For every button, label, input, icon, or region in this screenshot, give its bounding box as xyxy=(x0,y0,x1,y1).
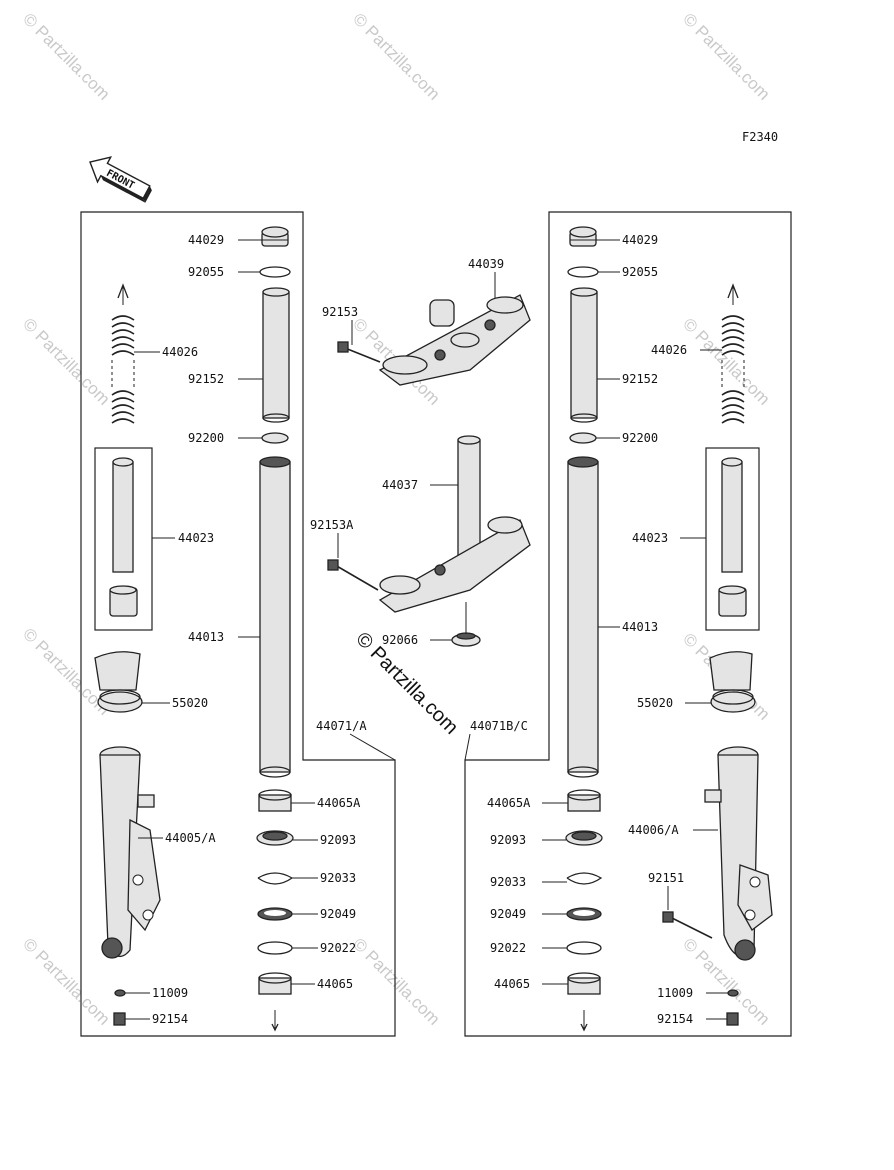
slide-bushing-right xyxy=(567,972,601,995)
label-44065a-right: 44065A xyxy=(487,796,531,810)
label-92066: 92066 xyxy=(382,633,418,647)
watermark: © Partzilla.com xyxy=(679,9,773,103)
label-92200-left: 92200 xyxy=(188,431,224,445)
stem-bearing xyxy=(451,632,481,647)
drain-bolt-right xyxy=(726,1012,739,1026)
label-44026-left: 44026 xyxy=(162,345,198,359)
label-92022-right: 92022 xyxy=(490,941,526,955)
inner-fork-tube-right xyxy=(567,456,599,778)
washer xyxy=(261,432,289,444)
stem-clamp-bolt xyxy=(327,559,379,591)
fork-guard-right xyxy=(709,651,756,713)
guide-bushing-right xyxy=(567,789,601,812)
watermark: © Partzilla.com xyxy=(19,9,113,103)
label-44026-right: 44026 xyxy=(651,343,687,357)
figure-code: F2340 xyxy=(742,130,778,144)
label-44005a: 44005/A xyxy=(165,831,216,845)
oil-seal-right xyxy=(565,830,603,846)
right-cartridge-box xyxy=(705,447,760,631)
dust-seal-right xyxy=(566,907,602,921)
watermark: © Partzilla.com xyxy=(679,314,773,408)
label-44071b-c: 44071B/C xyxy=(470,719,528,733)
o-ring-right xyxy=(567,266,599,278)
dust-seal xyxy=(257,907,293,921)
spacer-tube xyxy=(262,287,290,423)
right-assembly-frame xyxy=(464,211,792,1037)
watermark: © Partzilla.com xyxy=(349,9,443,103)
watermark: © Partzilla.com xyxy=(19,314,113,408)
washer-ring-right xyxy=(566,941,602,955)
washer-right xyxy=(569,432,597,444)
watermark: © Partzilla.com xyxy=(19,934,113,1028)
outer-fork-tube-right xyxy=(704,746,773,961)
label-92200-right: 92200 xyxy=(622,431,658,445)
label-92049-right: 92049 xyxy=(490,907,526,921)
fork-spring-right xyxy=(721,283,745,424)
slide-bushing xyxy=(258,972,292,995)
washer-small-right xyxy=(727,989,739,997)
label-92152-right: 92152 xyxy=(622,372,658,386)
fork-guard xyxy=(94,651,143,713)
fork-cap-right xyxy=(569,226,597,247)
label-55020-right: 55020 xyxy=(637,696,673,710)
label-92151: 92151 xyxy=(648,871,684,885)
inner-fork-tube xyxy=(259,456,291,778)
drain-bolt xyxy=(113,1012,126,1026)
label-44023-left: 44023 xyxy=(178,531,214,545)
label-44029-left: 44029 xyxy=(188,233,224,247)
label-11009-left: 11009 xyxy=(152,986,188,1000)
axle-pinch-bolt xyxy=(662,911,713,939)
o-ring xyxy=(259,266,291,278)
label-92022-left: 92022 xyxy=(320,941,356,955)
label-92153: 92153 xyxy=(322,305,358,319)
label-55020-left: 55020 xyxy=(172,696,208,710)
label-92154-left: 92154 xyxy=(152,1012,188,1026)
label-44013-left: 44013 xyxy=(188,630,224,644)
damper-cartridge-right xyxy=(718,457,747,617)
label-44065a-left: 44065A xyxy=(317,796,361,810)
guide-bushing xyxy=(258,789,292,812)
label-44065-left: 44065 xyxy=(317,977,353,991)
label-92153a: 92153A xyxy=(310,518,354,532)
steering-stem xyxy=(378,435,531,613)
label-92152-left: 92152 xyxy=(188,372,224,386)
label-92093-right: 92093 xyxy=(490,833,526,847)
watermark: © Partzilla.com xyxy=(349,934,443,1028)
label-92033-right: 92033 xyxy=(490,875,526,889)
front-arrow: FRONT xyxy=(89,156,152,203)
label-92055-right: 92055 xyxy=(622,265,658,279)
left-cartridge-box xyxy=(94,447,153,631)
clamp-bolt xyxy=(337,341,381,363)
spacer-tube-right xyxy=(570,287,598,423)
outer-fork-tube xyxy=(99,746,161,959)
label-44037: 44037 xyxy=(382,478,418,492)
label-11009-right: 11009 xyxy=(657,986,693,1000)
snap-ring xyxy=(257,872,294,885)
label-92049-left: 92049 xyxy=(320,907,356,921)
washer-small xyxy=(114,989,126,997)
label-44029-right: 44029 xyxy=(622,233,658,247)
label-44065-right: 44065 xyxy=(494,977,530,991)
damper-cartridge xyxy=(109,457,138,617)
oil-seal xyxy=(256,830,294,846)
fork-spring xyxy=(111,283,135,424)
upper-triple-clamp xyxy=(378,294,531,386)
label-92154-right: 92154 xyxy=(657,1012,693,1026)
fork-cap xyxy=(261,226,289,247)
label-44039: 44039 xyxy=(468,257,504,271)
label-44006a: 44006/A xyxy=(628,823,679,837)
washer-ring xyxy=(257,941,293,955)
label-44071a: 44071/A xyxy=(316,719,367,733)
label-92055-left: 92055 xyxy=(188,265,224,279)
label-44023-right: 44023 xyxy=(632,531,668,545)
label-92033-left: 92033 xyxy=(320,871,356,885)
label-92093-left: 92093 xyxy=(320,833,356,847)
snap-ring-right xyxy=(566,872,603,885)
label-44013-right: 44013 xyxy=(622,620,658,634)
